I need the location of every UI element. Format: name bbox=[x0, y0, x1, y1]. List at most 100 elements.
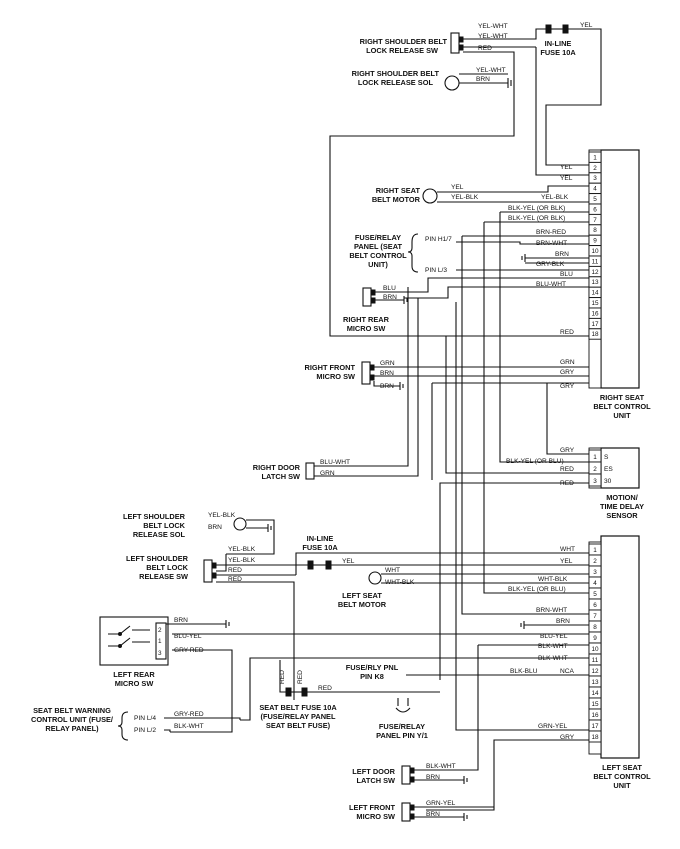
l-rear-micro-label-1: LEFT REAR bbox=[113, 670, 155, 679]
wire-path-gry-lp18 bbox=[426, 739, 589, 811]
wire-yel-blk-motor: YEL-BLK bbox=[451, 194, 479, 201]
right-unit-pin-5: 5 bbox=[593, 196, 597, 203]
wire-yel-lp2: YEL bbox=[560, 558, 573, 565]
wire-brn-p8: BRN bbox=[555, 251, 569, 258]
left-unit-pin-17: 17 bbox=[591, 723, 599, 730]
motion-pin-1: 1 bbox=[593, 454, 597, 461]
lrm-pin-3: 3 bbox=[158, 650, 162, 657]
left-pins-7-11-wires: BRN-WHT BRN BLU-YEL BLK-WHT BLK-WHT bbox=[170, 540, 589, 771]
right-unit-pin-17: 17 bbox=[591, 321, 599, 328]
left-unit-pin-8: 8 bbox=[593, 624, 597, 631]
wire-brn-wht-lp7: BRN-WHT bbox=[536, 607, 567, 614]
l-motor-label-1: LEFT SEAT bbox=[342, 591, 382, 600]
wire-red-rsw: RED bbox=[478, 45, 492, 52]
top-wires: YEL-WHT YEL-WHT RED YEL-WHT BRN YEL bbox=[329, 22, 602, 337]
fr-panel-label-4: UNIT) bbox=[368, 260, 388, 269]
seat-belt-warning-control-unit: SEAT BELT WARNING CONTROL UNIT (FUSE/ RE… bbox=[31, 706, 241, 741]
motion-pin-3: 3 bbox=[593, 478, 597, 485]
motion-label-1: MOTION/ bbox=[606, 493, 638, 502]
fuse-relay-pin-y1: FUSE/RELAY PANEL PIN Y/1 bbox=[376, 698, 428, 740]
k8-label-1: FUSE/RLY PNL bbox=[346, 663, 399, 672]
l-motor-label-2: BELT MOTOR bbox=[338, 600, 387, 609]
r-front-micro-label-2: MICRO SW bbox=[316, 372, 355, 381]
left-unit-pin-11: 11 bbox=[592, 657, 599, 664]
wire-red-v2: RED bbox=[297, 670, 304, 684]
wire-brn-lsol: BRN bbox=[208, 524, 222, 531]
right-unit-label-2: BELT CONTROL bbox=[593, 402, 651, 411]
wire-brn-sol: BRN bbox=[476, 76, 490, 83]
pin-l3: PIN L/3 bbox=[425, 267, 447, 274]
right-unit-pin-16: 16 bbox=[591, 310, 599, 317]
wire-gry-s: GRY bbox=[560, 447, 575, 454]
left-unit-cell-18 bbox=[588, 730, 602, 743]
wire-red-lsw1: RED bbox=[228, 567, 242, 574]
wire-yel-blk-l1: YEL-BLK bbox=[228, 546, 256, 553]
wire-red-fuse: RED bbox=[318, 685, 332, 692]
fr-panel-label-3: BELT CONTROL bbox=[349, 251, 407, 260]
l-front-label-1: LEFT FRONT bbox=[349, 803, 395, 812]
lrm-pin-1: 1 bbox=[158, 638, 162, 645]
l-sw-label-3: RELEASE SW bbox=[139, 572, 188, 581]
y1-label-2: PANEL PIN Y/1 bbox=[376, 731, 428, 740]
r-shoulder-sw-label-2: LOCK RELEASE SW bbox=[366, 46, 438, 55]
wire-wht-lp1: WHT bbox=[560, 546, 575, 553]
wire-gry-p17: GRY bbox=[560, 369, 575, 376]
l-sw-label-2: BELT LOCK bbox=[146, 563, 188, 572]
pin-h17: PIN H1/7 bbox=[425, 236, 452, 243]
wire-brn-red-p6: BRN-RED bbox=[536, 229, 566, 236]
l-front-label-2: MICRO SW bbox=[356, 812, 395, 821]
l-sol-label-2: BELT LOCK bbox=[143, 521, 185, 530]
right-unit-pin-3: 3 bbox=[593, 175, 597, 182]
right-unit-pin-2: 2 bbox=[593, 165, 597, 172]
wire-grn-yel-lp17: GRN-YEL bbox=[538, 723, 568, 730]
left-unit-pin-2: 2 bbox=[593, 558, 597, 565]
wire-blk-wht-lp10: BLK-WHT bbox=[538, 643, 568, 650]
r-motor-label-2: BELT MOTOR bbox=[372, 195, 421, 204]
wire-brn-rf2: BRN bbox=[380, 383, 394, 390]
l-sol-label-3: RELEASE SOL bbox=[133, 530, 186, 539]
left-unit-pin-14: 14 bbox=[591, 690, 599, 697]
left-unit-pin-18: 18 bbox=[591, 734, 599, 741]
r-front-micro-label-1: RIGHT FRONT bbox=[305, 363, 356, 372]
right-front-micro-sw: GRN BRN BRN RIGHT FRONT MICRO SW GRN GRY bbox=[305, 359, 589, 390]
right-unit-pin-18: 18 bbox=[591, 331, 599, 338]
l-fuse-label-2: FUSE 10A bbox=[302, 543, 338, 552]
wire-brn-lp8: BRN bbox=[556, 618, 570, 625]
r-motor-label-1: RIGHT SEAT bbox=[376, 186, 421, 195]
left-unit-pin-13: 13 bbox=[591, 679, 599, 686]
l-sw-label-1: LEFT SHOULDER bbox=[126, 554, 189, 563]
right-rear-micro-sw: BLU BRN RIGHT REAR MICRO SW bbox=[343, 285, 429, 333]
right-inline-fuse: IN-LINE FUSE 10A bbox=[540, 24, 576, 57]
wire-brn-lfront: BRN bbox=[426, 811, 440, 818]
wire-blk-blu-lp12: BLK-BLU bbox=[510, 668, 538, 675]
wire-path-wht-lp1 bbox=[295, 552, 589, 575]
wcu-label-1: SEAT BELT WARNING bbox=[33, 706, 111, 715]
wire-path-gry-s bbox=[546, 382, 589, 455]
wire-gry-blk-p8: GRY-BLK bbox=[536, 261, 565, 268]
wire-blu-wht-p10: BLU-WHT bbox=[536, 281, 566, 288]
wire-path-blk-yel-b bbox=[483, 221, 589, 594]
right-unit-pin-12: 12 bbox=[591, 269, 599, 276]
wire-red-p12: RED bbox=[560, 329, 574, 336]
wire-yel-blk-lsol: YEL-BLK bbox=[208, 512, 236, 519]
wire-red-lsw2: RED bbox=[228, 576, 242, 583]
right-pins-6-10-wires: BRN-RED BRN-WHT BRN GRY-BLK BLU BLU-WHT bbox=[404, 229, 589, 540]
l-rear-micro-label-2: MICRO SW bbox=[115, 679, 154, 688]
wire-yel-blk-l2: YEL-BLK bbox=[228, 557, 256, 564]
left-inline-fuse: IN-LINE FUSE 10A YEL bbox=[302, 534, 589, 570]
wire-blk-yel-lp5: BLK-YEL (OR BLU) bbox=[508, 586, 566, 593]
r-rear-micro-label-2: MICRO SW bbox=[347, 324, 386, 333]
right-unit-cell-18 bbox=[588, 328, 602, 340]
wire-red-30a: RED bbox=[560, 466, 574, 473]
fr-panel-label-1: FUSE/RELAY bbox=[355, 233, 401, 242]
l-fuse-label-1: IN-LINE bbox=[307, 534, 334, 543]
left-door-latch-sw: BLK-WHT BRN LEFT DOOR LATCH SW bbox=[352, 763, 478, 785]
motion-label-2: TIME DELAY bbox=[600, 502, 644, 511]
wire-path-red-30b bbox=[439, 482, 589, 680]
wire-yel-p2: YEL bbox=[560, 175, 573, 182]
right-unit-pin-14: 14 bbox=[591, 290, 599, 297]
wire-blk-yel-p5b: BLK-YEL (OR BLK) bbox=[508, 215, 565, 222]
left-unit-pin-9: 9 bbox=[593, 635, 597, 642]
wire-grn-yel-lfront: GRN-YEL bbox=[426, 800, 456, 807]
